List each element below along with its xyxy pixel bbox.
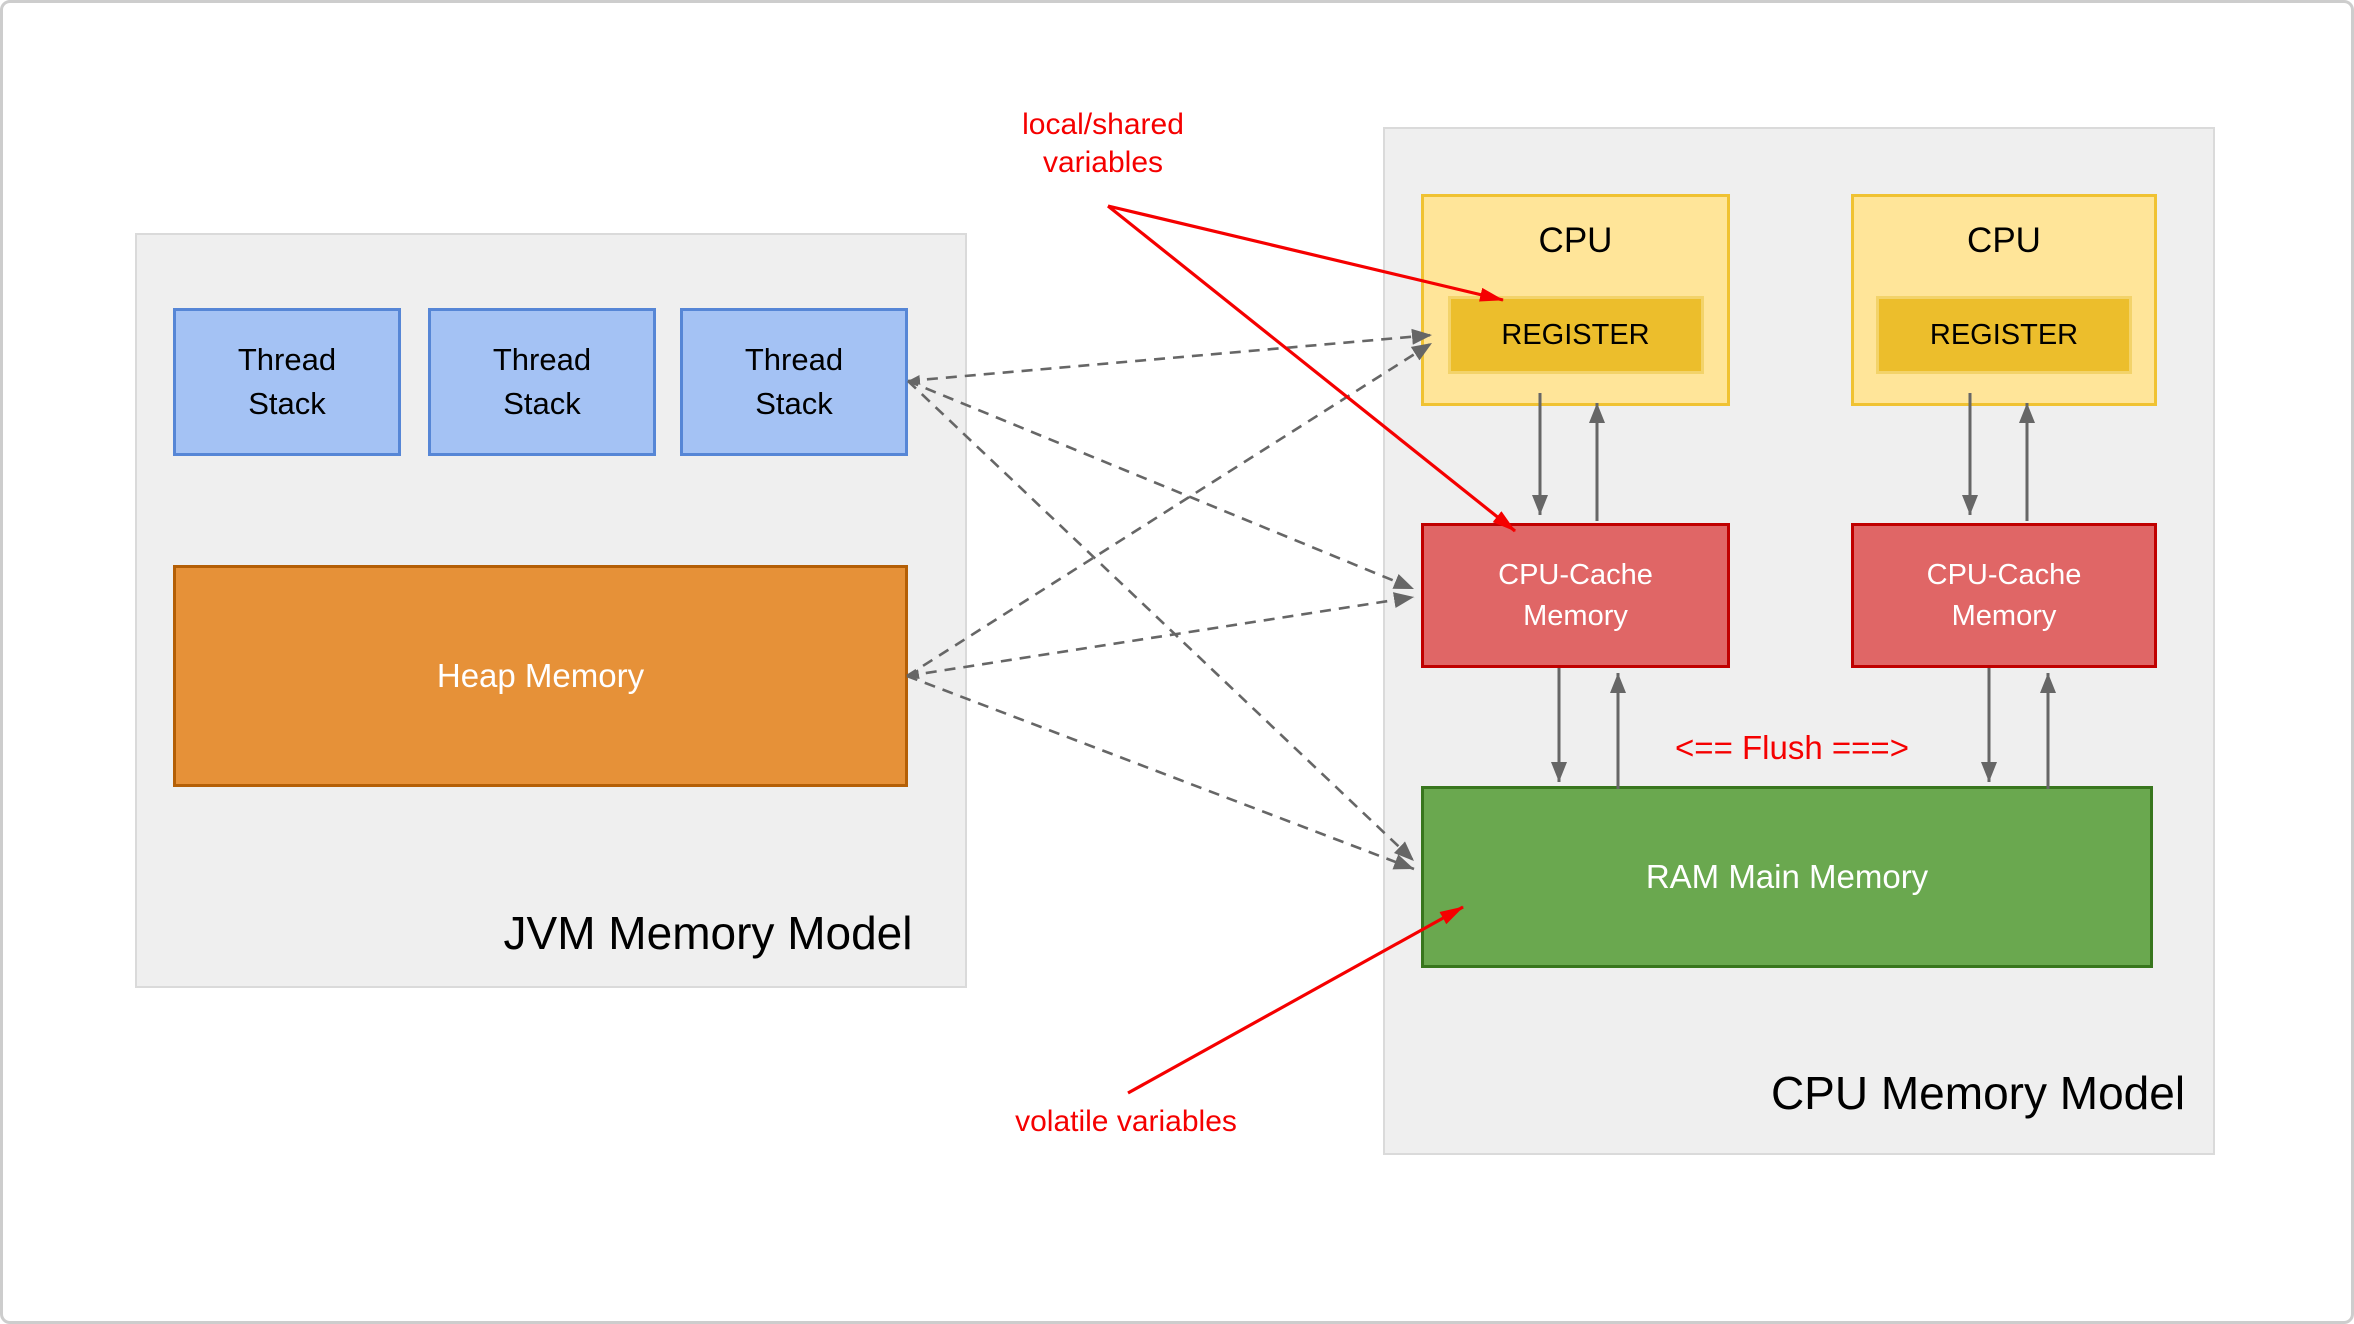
ram-main-memory-label: RAM Main Memory [1645,858,1929,895]
register-box-2: REGISTER [1876,296,2132,374]
register-box-1: REGISTER [1447,296,1704,374]
cpu-cache-box-1: CPU-Cache Memory [1421,523,1730,668]
cpu-label-2: CPU [1967,221,2041,260]
thread-stack-label-1: Thread Stack [237,341,337,421]
heap-memory-label: Heap Memory [436,657,645,694]
thread-stack-box-1: Thread Stack [173,308,401,456]
cpu-cache-label-2: CPU-Cache Memory [1926,559,2082,632]
flush-annotation: <== Flush ===> [1675,729,1909,766]
ram-main-memory-box: RAM Main Memory [1421,786,2153,968]
cpu-box-2: CPU REGISTER [1851,194,2157,406]
cpu-box-1: CPU REGISTER [1421,194,1730,406]
register-label-2: REGISTER [1929,318,2079,351]
cpu-cache-box-2: CPU-Cache Memory [1851,523,2157,668]
cpu-model-title: CPU Memory Model [1770,1067,2186,1119]
local-shared-variables-annotation: local/shared variables [1022,108,1184,179]
thread-stack-box-2: Thread Stack [428,308,656,456]
cpu-label-1: CPU [1538,221,1613,260]
thread-stack-label-2: Thread Stack [492,341,592,421]
cpu-cache-label-1: CPU-Cache Memory [1498,559,1653,632]
register-label-1: REGISTER [1501,318,1650,351]
dashed-thread-stack-links [907,328,1433,862]
thread-stack-label-3: Thread Stack [744,341,844,421]
volatile-variables-annotation: volatile variables [1015,1105,1237,1138]
jvm-model-title: JVM Memory Model [503,907,913,959]
dashed-heap-links [906,341,1433,871]
thread-stack-box-3: Thread Stack [680,308,908,456]
heap-memory-box: Heap Memory [173,565,908,787]
